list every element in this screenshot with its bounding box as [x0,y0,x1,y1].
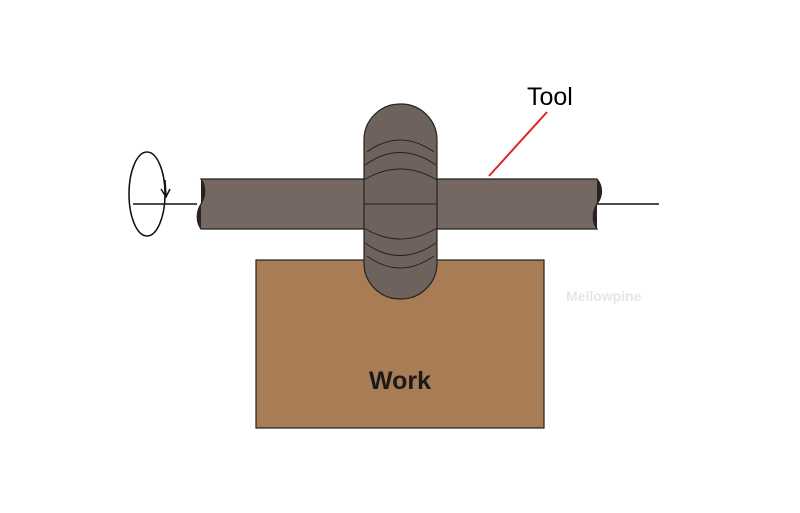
rotation-arrow-icon [128,151,171,237]
work-label: Work [369,367,431,395]
tool-label: Tool [527,83,573,111]
tool-leader-line [488,111,548,177]
watermark-text: Mellowpine [566,288,642,304]
milling-cutter [363,103,438,300]
